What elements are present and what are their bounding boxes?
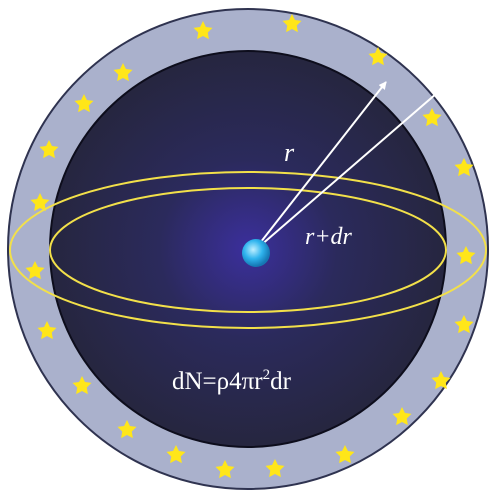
label-r: r — [284, 138, 295, 167]
label-dr: dr — [331, 224, 353, 250]
formula-tail: dr — [270, 368, 292, 395]
shell-ellipse-outer — [9, 171, 487, 329]
shell-ellipse-inner — [49, 187, 447, 313]
formula-superscript: 2 — [263, 367, 271, 383]
sphere-icon — [242, 239, 270, 267]
arrow-r-plus-dr — [252, 86, 445, 253]
formula-main: dN=ρ4πr — [172, 368, 263, 395]
label-r-plus: r+ — [305, 224, 331, 250]
label-r-plus-dr: r+dr — [305, 224, 353, 250]
arrow-r — [252, 81, 387, 253]
formula-label: dN=ρ4πr2dr — [172, 367, 292, 395]
